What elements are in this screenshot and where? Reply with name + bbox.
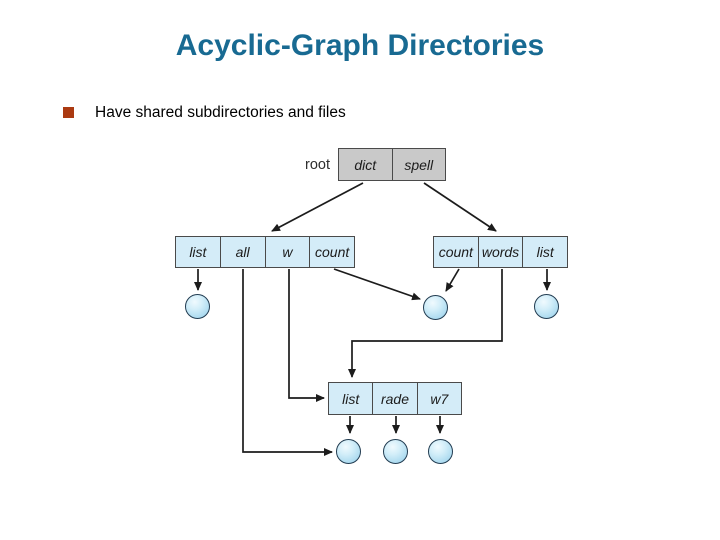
left-directory-table: list all w count	[175, 236, 355, 268]
edge-dict-to-left-dir	[271, 182, 364, 232]
root-label: root	[305, 157, 330, 173]
cell-left-w: w	[264, 237, 310, 267]
edge-words-to-bottom-dir	[348, 269, 503, 378]
bullet-text: Have shared subdirectories and files	[95, 104, 346, 121]
page-title: Acyclic-Graph Directories	[175, 29, 545, 62]
edge-all-to-file4	[242, 269, 333, 456]
edge-right-count-to-file2	[445, 268, 460, 292]
file-circle	[534, 294, 559, 319]
file-circle	[185, 294, 210, 319]
cell-left-count: count	[309, 237, 354, 267]
edge-left-count-to-file2	[333, 268, 421, 301]
cell-dict: dict	[354, 156, 377, 173]
cell-left-list: list	[189, 244, 207, 260]
root-directory-table: dict spell	[338, 148, 446, 181]
shared-directory-table: list rade w7	[328, 382, 462, 415]
cell-right-count: count	[438, 244, 473, 260]
cell-spell: spell	[391, 149, 446, 180]
cell-bottom-list: list	[342, 390, 360, 407]
cell-bottom-rade: rade	[372, 383, 416, 414]
edge-w-to-bottom-dir	[288, 269, 325, 402]
right-directory-table: count words list	[433, 236, 568, 268]
file-circle-shared	[423, 295, 448, 320]
cell-bottom-w7: w7	[416, 383, 461, 414]
edge-spell-to-right-dir	[423, 182, 497, 232]
bullet-square-icon	[63, 107, 74, 118]
cell-left-all: all	[219, 237, 265, 267]
cell-right-list: list	[522, 237, 567, 267]
file-circle	[383, 439, 408, 464]
cell-right-words: words	[477, 237, 523, 267]
file-circle-shared	[336, 439, 361, 464]
file-circle	[428, 439, 453, 464]
bullet-item: Have shared subdirectories and files	[63, 104, 346, 121]
